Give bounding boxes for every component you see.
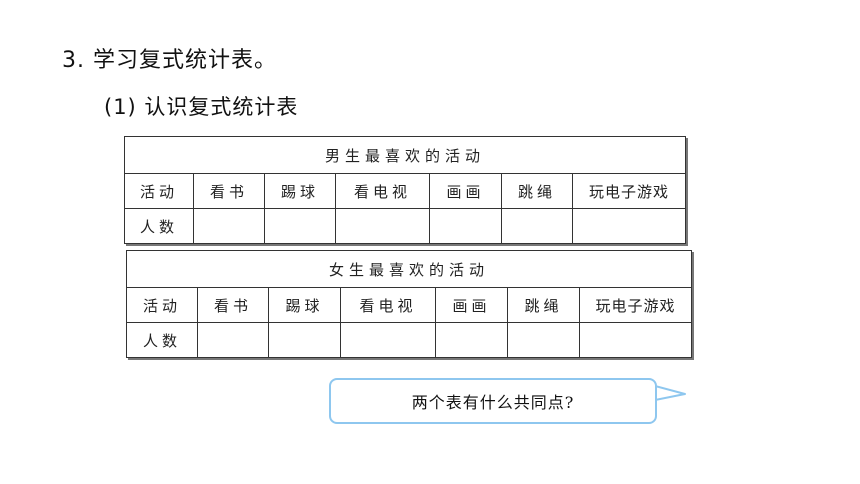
activity-header-row: 活动 看书 踢球 看电视 画画 跳绳 玩电子游戏 — [124, 173, 686, 209]
row-header-activity: 活动 — [126, 287, 198, 323]
count-cell-empty — [193, 208, 265, 244]
count-cell-empty — [264, 208, 336, 244]
activity-cell: 看书 — [197, 287, 269, 323]
activity-cell: 跳绳 — [507, 287, 580, 323]
count-cell-empty — [340, 322, 436, 358]
boys-activity-table: 男生最喜欢的活动 活动 看书 踢球 看电视 画画 跳绳 玩电子游戏 人数 — [124, 136, 686, 244]
activity-cell: 玩电子游戏 — [579, 287, 692, 323]
activity-header-row: 活动 看书 踢球 看电视 画画 跳绳 玩电子游戏 — [126, 287, 692, 323]
table-title-row: 女生最喜欢的活动 — [126, 250, 692, 288]
count-cell-empty — [197, 322, 269, 358]
activity-cell: 看书 — [193, 173, 265, 209]
activity-cell: 看电视 — [335, 173, 430, 209]
activity-cell: 踢球 — [268, 287, 341, 323]
count-row: 人数 — [124, 208, 686, 244]
count-cell-empty — [572, 208, 686, 244]
table-title: 女生最喜欢的活动 — [126, 250, 692, 288]
count-cell-empty — [435, 322, 508, 358]
activity-cell: 踢球 — [264, 173, 336, 209]
count-cell-empty — [579, 322, 692, 358]
activity-cell: 看电视 — [340, 287, 436, 323]
girls-activity-table: 女生最喜欢的活动 活动 看书 踢球 看电视 画画 跳绳 玩电子游戏 人数 — [126, 250, 692, 358]
count-cell-empty — [335, 208, 430, 244]
table-title-row: 男生最喜欢的活动 — [124, 136, 686, 174]
count-cell-empty — [501, 208, 573, 244]
speech-bubble-tail — [655, 385, 686, 401]
activity-cell: 画画 — [429, 173, 502, 209]
row-header-count: 人数 — [126, 322, 198, 358]
speech-bubble-text: 两个表有什么共同点? — [411, 393, 575, 412]
activity-cell: 跳绳 — [501, 173, 573, 209]
section-heading: 3. 学习复式统计表。 — [62, 48, 277, 73]
speech-bubble: 两个表有什么共同点? — [329, 378, 657, 424]
count-cell-empty — [429, 208, 502, 244]
row-header-count: 人数 — [124, 208, 194, 244]
row-header-activity: 活动 — [124, 173, 194, 209]
count-row: 人数 — [126, 322, 692, 358]
activity-cell: 玩电子游戏 — [572, 173, 686, 209]
count-cell-empty — [507, 322, 580, 358]
table-title: 男生最喜欢的活动 — [124, 136, 686, 174]
subsection-heading: (1) 认识复式统计表 — [104, 95, 299, 119]
count-cell-empty — [268, 322, 341, 358]
activity-cell: 画画 — [435, 287, 508, 323]
